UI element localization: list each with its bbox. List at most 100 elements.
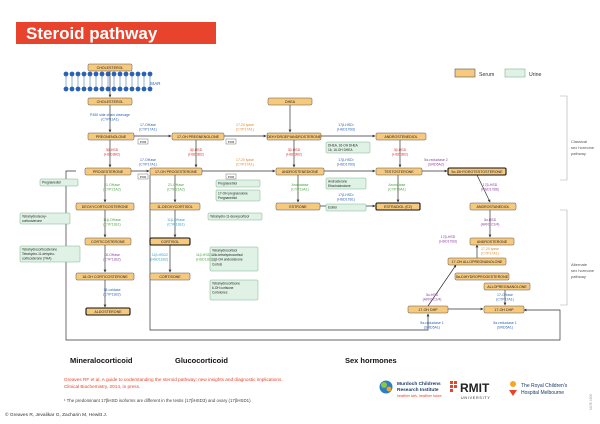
compound-label: DEHYDROEPIANDROSTERONE bbox=[267, 135, 322, 139]
enzyme-srd5a2: 5α-reductase 2(SRD5A2) bbox=[424, 158, 447, 166]
svg-text:POR: POR bbox=[140, 175, 147, 179]
mcri-logo: Murdoch Childrens Research Institute hea… bbox=[379, 380, 442, 398]
compound-dhea: DHEA bbox=[267, 97, 313, 106]
urine-ths: Tetrahydro-11-deoxycortisol bbox=[207, 212, 263, 221]
mcri-tagline: healthier kids, healthier future bbox=[397, 394, 442, 398]
compound-label: PREGNENOLONE bbox=[96, 135, 127, 139]
compound-oh18-corticosterone: 18-OH CORTICOSTERONE bbox=[75, 272, 135, 281]
enzyme-hsd3-alt: 3α-HSD(AKR1C2/4) bbox=[481, 218, 500, 226]
compound-label: ANDROSTENEDIOL bbox=[384, 135, 417, 139]
compound-cortisol: CORTISOL bbox=[149, 237, 191, 246]
rch-name: The Royal Children's Hospital Melbourne bbox=[521, 383, 569, 396]
enzyme-hsd17-alt2: 17β-HSD(HSD17B3) bbox=[439, 235, 457, 243]
svg-text:POR: POR bbox=[228, 175, 235, 179]
svg-text:POR: POR bbox=[228, 140, 235, 144]
cofactor-por4: POR bbox=[225, 173, 237, 180]
enzyme-cyp17-alt: 17-OHase(CYP17A1) bbox=[496, 293, 514, 301]
svg-text:POR: POR bbox=[140, 140, 147, 144]
urine-label: Estriol bbox=[328, 206, 337, 210]
compound-label: CORTISOL bbox=[161, 240, 179, 244]
compound-label: ANDROSTANEDIOL bbox=[476, 205, 509, 209]
compound-allopregnanolone: 17-OH ALLOPREGNANOLONE bbox=[447, 257, 507, 266]
section-sex-hormones: Sex hormones bbox=[345, 356, 397, 365]
star-label: StAR bbox=[150, 81, 161, 86]
classical-pathway-label: Classical sex hormone pathway bbox=[571, 139, 595, 156]
compound-estrone: ESTRONE bbox=[275, 202, 321, 211]
enzyme-cyp17-oh-1: 17-OHase(CYP17A1) bbox=[139, 123, 157, 131]
urine-thdoc: Tetrahydrodeoxy-corticosterone bbox=[19, 212, 71, 225]
urine-swatch bbox=[504, 68, 526, 78]
urine-label: Tetrahydrodeoxy-corticosterone bbox=[22, 215, 47, 224]
enzyme-srd5a1-1: 5α-reductase 1(SRD5A1) bbox=[420, 321, 443, 329]
compound-oh17-progesterone: 17-OH PROGESTERONE bbox=[149, 167, 203, 176]
cofactor-por3: POR bbox=[137, 173, 149, 180]
enzyme-cyp11b2-2: 18-oxidase(CYP11B2) bbox=[103, 288, 120, 296]
compound-label: DHEA bbox=[285, 100, 296, 104]
urine-label: Pregnanetriol bbox=[218, 182, 237, 186]
compound-label: CHOLESTEROL bbox=[97, 100, 124, 104]
enzyme-hsd3-2: 3β-HSD(HSD3B2) bbox=[188, 148, 204, 156]
legend: Serum Urine bbox=[454, 68, 542, 78]
enzyme-cyp21-1: 21-OHase(CYP21A2) bbox=[103, 183, 121, 191]
compound-cortisone: CORTISONE bbox=[149, 272, 191, 281]
copyright: © Greaves R, Jevalikar G, Zacharin M, He… bbox=[5, 411, 107, 418]
compound-dheas: DEHYDROEPIANDROSTERONE bbox=[266, 132, 322, 141]
enzyme-hsd11b2: 11β-HSD2(HSD11B2) bbox=[150, 253, 168, 261]
rmit-wordmark: RMIT bbox=[460, 381, 490, 395]
compound-label: 17-OH ALLOPREGNANOLONE bbox=[452, 260, 504, 264]
compound-label: 17-OH DHP bbox=[418, 308, 438, 312]
compound-label: 5α-DIHYDROTESTOSTERONE bbox=[451, 170, 503, 174]
compound-label: DEOXYCORTICOSTERONE bbox=[82, 205, 129, 209]
enzyme-hsd3-alt2: 3α-HSD(AKR1C2/4) bbox=[423, 293, 442, 301]
urine-pregnanetriol: Pregnanetriol bbox=[215, 179, 261, 188]
legend-urine-label: Urine bbox=[529, 72, 542, 78]
compound-oh17-dhp: 17-OH DHP bbox=[483, 305, 525, 314]
alternate-pathway-label: Alternate sex hormone pathway bbox=[571, 262, 595, 279]
compound-aldosterone: ALDOSTERONE bbox=[85, 307, 131, 316]
compound-pregnenolone: PREGNENOLONE bbox=[87, 132, 135, 141]
side-code: MCRI 1509 bbox=[589, 394, 593, 410]
rmit-subtitle: UNIVERSITY bbox=[461, 396, 491, 400]
compound-dihydroprogesterone: 5α-DIHYDROPROGESTERONE bbox=[454, 272, 510, 281]
compound-label: PROGESTERONE bbox=[93, 170, 124, 174]
compound-label: 18-OH CORTICOSTERONE bbox=[82, 275, 128, 279]
mitochondrial-membrane bbox=[63, 71, 153, 92]
compound-androsterone: ANDROSTERONE bbox=[469, 237, 515, 246]
urine-label: Pregnanediol bbox=[42, 181, 61, 185]
enzyme-hsd17-1: 17β-HSD¹(HSD17B3) bbox=[337, 123, 355, 131]
enzyme-srd5a1-2: 5α-reductase 1(SRD5A1) bbox=[493, 321, 516, 329]
enzyme-hsd3-1: 3β-HSD(HSD3B2) bbox=[104, 148, 120, 156]
enzyme-hsd3-4: 3β-HSD(HSD3B2) bbox=[392, 148, 408, 156]
compound-label: 5α-DIHYDROPROGESTERONE bbox=[456, 275, 509, 279]
compound-deoxycorticosterone: DEOXYCORTICOSTERONE bbox=[75, 202, 135, 211]
compound-androstanediol: ANDROSTANEDIOL bbox=[469, 202, 517, 211]
compound-label: ESTRADIOL (E2) bbox=[384, 205, 412, 209]
compound-label: ANDROSTERONE bbox=[477, 240, 508, 244]
citation: Greaves RF et al. A guide to understandi… bbox=[64, 377, 284, 389]
compound-label: CORTICOSTERONE bbox=[91, 240, 125, 244]
compound-label: 17-OH PROGESTERONE bbox=[155, 170, 198, 174]
enzyme-lyase-alt: 17,20 lyase(CYP17A1) bbox=[481, 247, 499, 255]
enzyme-scc: P450 side chain cleavage(CYP11A1) bbox=[90, 113, 130, 121]
compound-progesterone: PROGESTERONE bbox=[84, 167, 132, 176]
enzyme-hsd17-3: 17β-HSD¹(HSD17B1) bbox=[337, 193, 355, 201]
cofactor-por1: POR bbox=[137, 138, 149, 145]
compound-label: CORTISONE bbox=[159, 275, 181, 279]
urine-label: Tetrahydro-11-deoxycortisol bbox=[210, 215, 249, 219]
compound-cholesterol-top: CHOLESTEROL bbox=[87, 63, 133, 72]
cofactor-por2: POR bbox=[225, 138, 237, 145]
header-banner: Steroid pathway bbox=[16, 22, 216, 44]
compound-testosterone: TESTOSTERONE bbox=[375, 167, 423, 176]
enzyme-hsd3-3: 3β-HSD(HSD3B2) bbox=[286, 148, 302, 156]
compound-label: 17-OH DHP bbox=[494, 308, 514, 312]
compound-label: 11-DEOXYCORTISOL bbox=[157, 205, 193, 209]
enzyme-hsd11b1: 11β-HSD1(HSD11B1) bbox=[196, 253, 214, 261]
compound-androstenediol: ANDROSTENEDIOL bbox=[375, 132, 427, 141]
compound-dhp: 17-OH DHP bbox=[407, 305, 449, 314]
